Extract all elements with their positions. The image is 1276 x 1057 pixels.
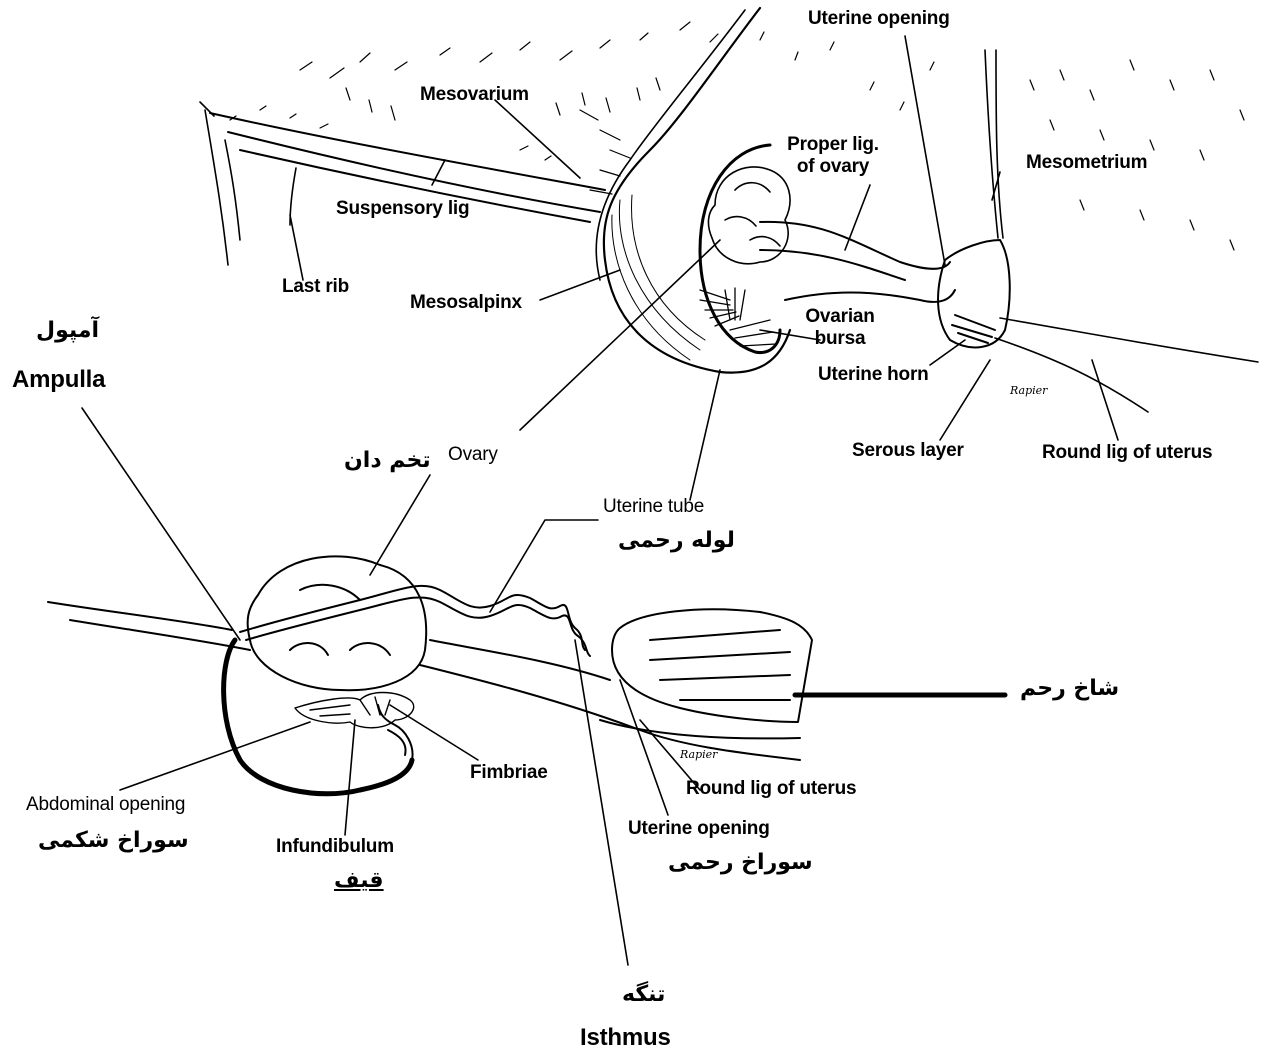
- ovary-drawing: [708, 167, 790, 264]
- label-suspensory-lig: Suspensory lig: [336, 198, 469, 220]
- label-isthmus: Isthmus: [580, 1024, 671, 1052]
- label-serous-layer: Serous layer: [852, 440, 964, 462]
- label-proper-lig-line1: Proper lig.: [778, 134, 888, 156]
- label-last-rib: Last rib: [282, 276, 349, 298]
- label-infundibulum: Infundibulum: [276, 836, 394, 858]
- ovarian-bursa-rim: [700, 145, 780, 353]
- label-mesovarium: Mesovarium: [420, 84, 529, 106]
- label-isthmus-fa: تنگه: [622, 982, 665, 1007]
- label-uterine-opening-fa: سوراخ رحمی: [668, 850, 813, 875]
- label-abdominal-opening-fa: سوراخ شکمی: [38, 828, 189, 853]
- label-ovary: Ovary: [448, 444, 498, 466]
- label-round-lig-bottom: Round lig of uterus: [686, 778, 856, 800]
- rib-lines: [200, 102, 296, 265]
- label-ovarian-bursa-line2: bursa: [790, 328, 890, 350]
- label-mesosalpinx: Mesosalpinx: [410, 292, 522, 314]
- uterine-horn-drawing: [938, 240, 1010, 347]
- artist-signature-bottom: Rapier: [680, 748, 717, 761]
- label-fimbriae: Fimbriae: [470, 762, 548, 784]
- label-uterine-tube: Uterine tube: [603, 496, 704, 518]
- label-proper-lig-line2: of ovary: [778, 156, 888, 178]
- label-ovarian-bursa: Ovarian bursa: [790, 306, 890, 350]
- label-proper-lig-ovary: Proper lig. of ovary: [778, 134, 888, 178]
- leader-lines: [82, 36, 1118, 965]
- label-ovary-fa: تخم دان: [344, 448, 431, 473]
- label-mesometrium: Mesometrium: [1026, 152, 1147, 174]
- mesovarium-fold: [604, 8, 790, 373]
- label-ampulla-fa: آمپول: [36, 318, 99, 343]
- label-uterine-horn-fa: شاخ رحم: [1020, 676, 1119, 701]
- proper-ligament: [760, 222, 955, 302]
- label-uterine-opening-bottom: Uterine opening: [628, 818, 770, 840]
- label-ovarian-bursa-line1: Ovarian: [790, 306, 890, 328]
- bursa-fimbriae: [700, 288, 776, 346]
- label-uterine-tube-fa: لوله رحمی: [618, 528, 735, 553]
- round-lig-top: [995, 318, 1258, 412]
- label-infundibulum-fa: قیف: [334, 868, 384, 893]
- bottom-ovary: [248, 556, 427, 690]
- label-uterine-horn: Uterine horn: [818, 364, 929, 386]
- bottom-uterine-horn: [612, 609, 812, 722]
- label-abdominal-opening: Abdominal opening: [26, 794, 185, 816]
- label-uterine-opening-top: Uterine opening: [808, 8, 950, 30]
- label-round-lig-top: Round lig of uterus: [1042, 442, 1212, 464]
- label-ampulla: Ampulla: [12, 366, 105, 394]
- mesosalpinx-stripes: [612, 195, 705, 360]
- artist-signature-top: Rapier: [1010, 384, 1047, 397]
- mesometrium: [985, 50, 1003, 238]
